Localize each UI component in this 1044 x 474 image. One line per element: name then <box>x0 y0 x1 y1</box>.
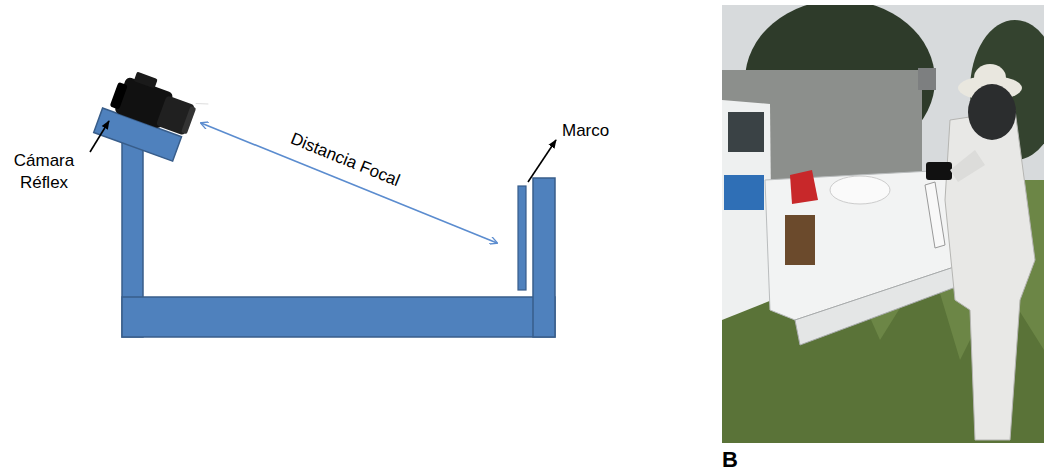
camera <box>94 65 211 166</box>
frame <box>518 186 526 290</box>
leader-line <box>90 121 109 152</box>
callout-label: Cámara Réflex <box>6 150 82 194</box>
panel-letter: B <box>722 446 738 474</box>
focal-distance-arrow <box>201 123 497 243</box>
stand <box>122 128 555 337</box>
dimension-label: Distancia Focal <box>287 128 403 192</box>
callout-label: Marco <box>562 120 609 142</box>
photo <box>722 5 1044 443</box>
leader-line <box>528 140 556 182</box>
